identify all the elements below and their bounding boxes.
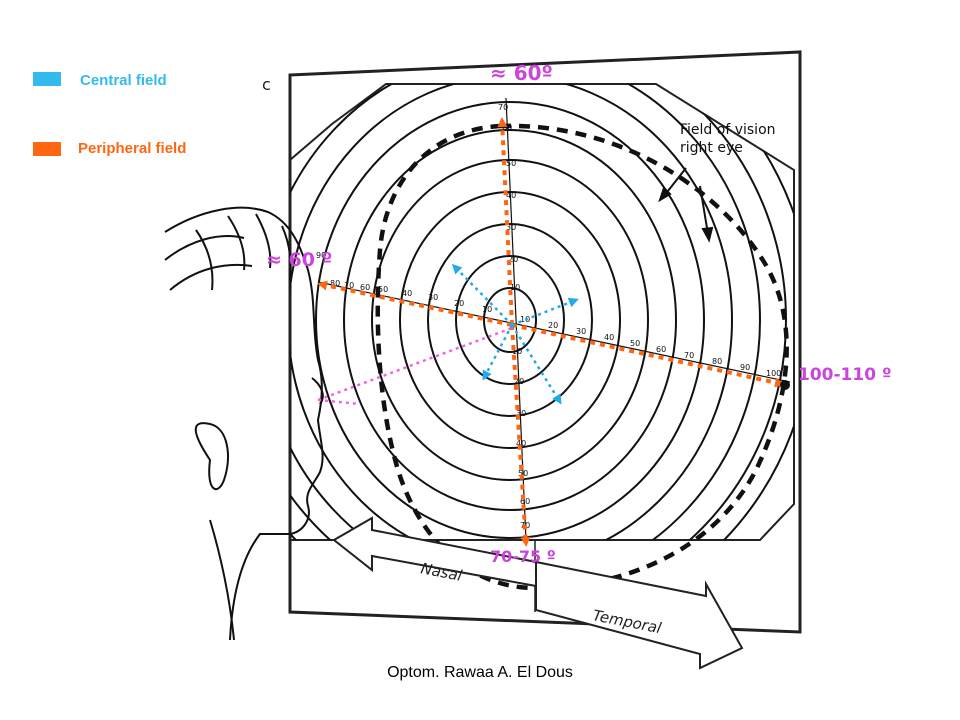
concentric-rings: [290, 84, 794, 540]
svg-text:20: 20: [454, 299, 464, 308]
peripheral-field-swatch: [33, 142, 61, 156]
scale-numbers: 10 20 30 40 50 60 70 80 90 100 10 20 30 …: [316, 103, 781, 530]
svg-text:20: 20: [508, 255, 518, 264]
svg-text:70: 70: [498, 103, 508, 112]
svg-text:90: 90: [740, 363, 750, 372]
svg-text:40: 40: [604, 333, 614, 342]
svg-text:30: 30: [516, 409, 526, 418]
svg-text:20: 20: [548, 321, 558, 330]
temporal-end-point: [780, 380, 790, 390]
svg-text:10: 10: [482, 305, 492, 314]
peripheral-field-arrows: [317, 117, 785, 547]
svg-text:50: 50: [518, 469, 528, 478]
inferior-angle-label: 70-75 º: [490, 547, 556, 566]
peripheral-field-label: Peripheral field: [78, 140, 187, 157]
central-field-arrows: [451, 263, 579, 405]
svg-text:100: 100: [766, 369, 781, 378]
temporal-angle-label: 100-110 º: [798, 365, 892, 385]
svg-text:60: 60: [520, 497, 530, 506]
svg-text:40: 40: [516, 439, 526, 448]
nasal-angle-label: ≈ 60 º: [266, 249, 332, 271]
caption-pointers: [658, 167, 714, 243]
svg-text:10: 10: [510, 283, 520, 292]
svg-text:60: 60: [656, 345, 666, 354]
svg-text:30: 30: [428, 293, 438, 302]
svg-text:70: 70: [684, 351, 694, 360]
svg-text:40: 40: [506, 191, 516, 200]
footer-credit: Optom. Rawaa A. El Dous: [387, 664, 573, 681]
svg-text:90: 90: [316, 251, 326, 260]
svg-text:80: 80: [330, 279, 340, 288]
central-field-label: Central field: [80, 72, 167, 89]
central-field-swatch: [33, 72, 61, 86]
svg-text:30: 30: [506, 223, 516, 232]
head-illustration: [164, 206, 324, 641]
svg-text:40: 40: [402, 289, 412, 298]
field-caption-line1: Field of vision: [680, 122, 776, 138]
line-of-sight: [317, 326, 513, 406]
superior-angle-label: ≈ 60º: [490, 61, 553, 85]
svg-text:20: 20: [514, 377, 524, 386]
svg-text:30: 30: [576, 327, 586, 336]
svg-text:50: 50: [630, 339, 640, 348]
svg-text:80: 80: [712, 357, 722, 366]
svg-text:10: 10: [512, 347, 522, 356]
field-caption-line2: right eye: [680, 140, 743, 156]
svg-text:60: 60: [360, 283, 370, 292]
svg-text:70: 70: [344, 281, 354, 290]
svg-text:50: 50: [378, 285, 388, 294]
svg-text:50: 50: [506, 159, 516, 168]
panel-letter: c: [262, 75, 271, 94]
